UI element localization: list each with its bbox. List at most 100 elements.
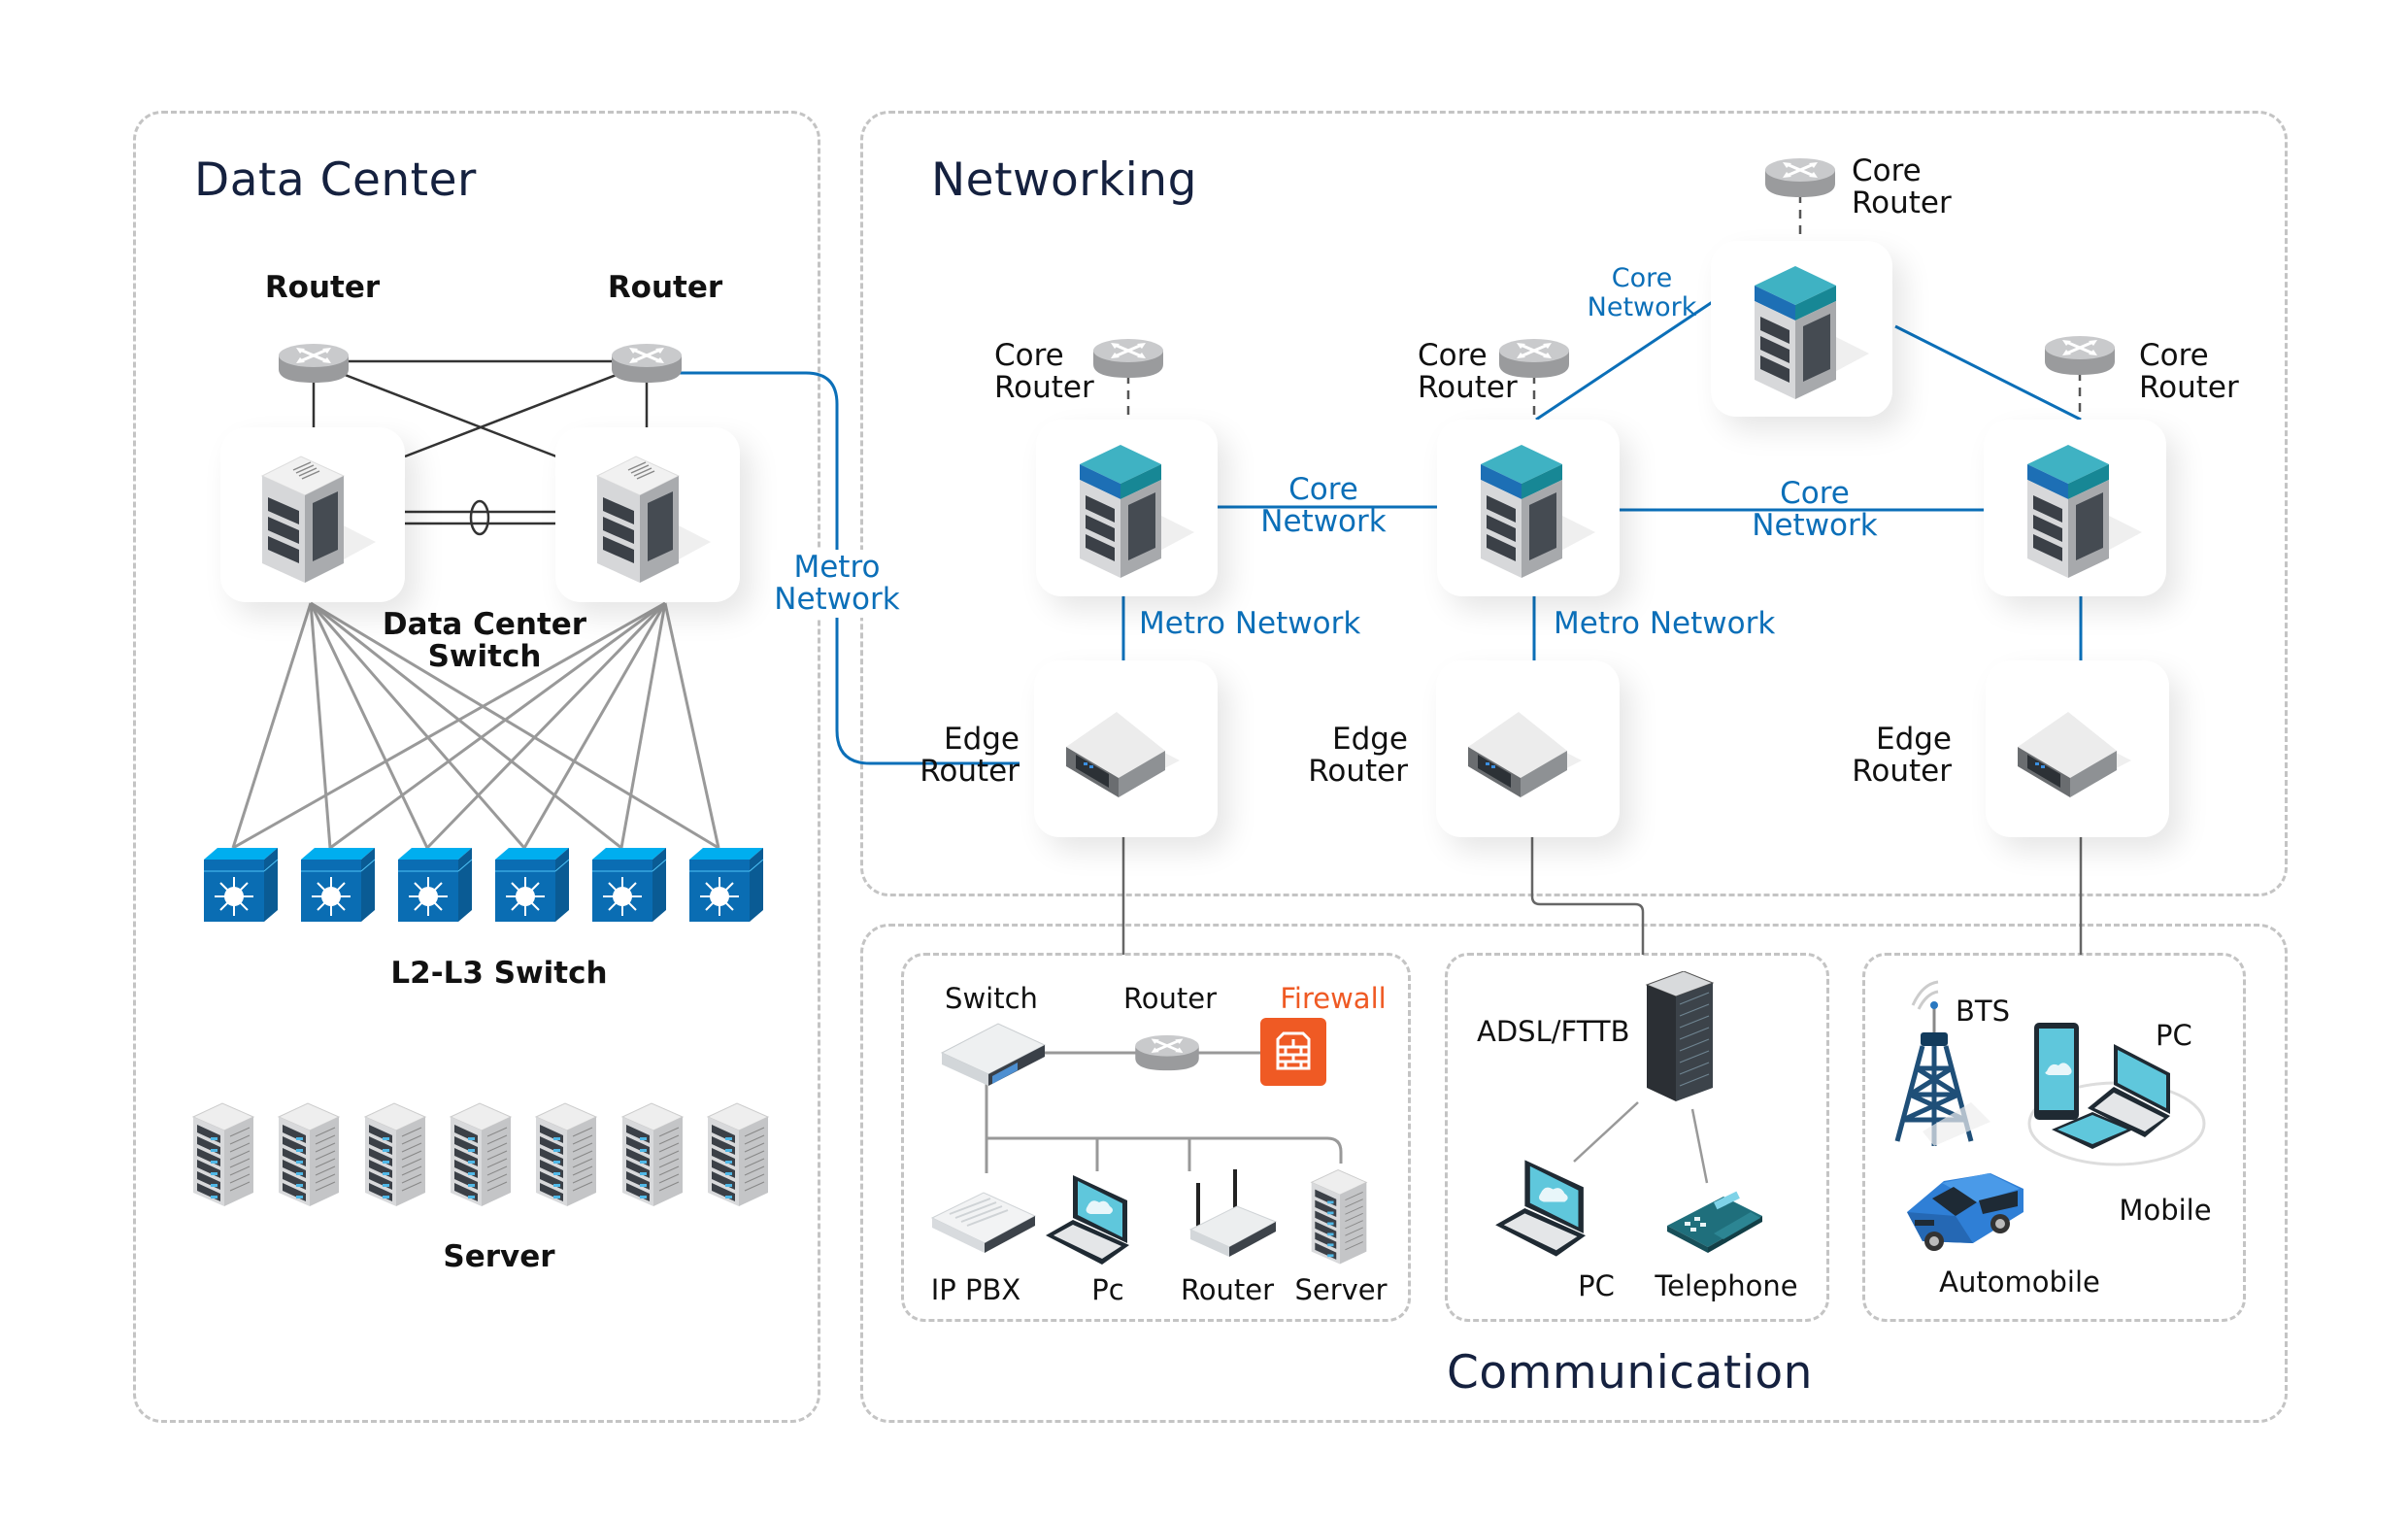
laptop-icon[interactable] bbox=[1044, 1171, 1141, 1268]
l2l3-switch-icon[interactable] bbox=[590, 846, 668, 924]
fabric-link bbox=[663, 602, 720, 849]
core-switch-card[interactable] bbox=[1984, 420, 2166, 596]
ip-pbx-icon[interactable] bbox=[930, 1189, 1037, 1257]
metro-network-label: Metro Network bbox=[1554, 606, 1776, 641]
fabric-link bbox=[425, 601, 667, 850]
dc-router-label: Router bbox=[264, 270, 381, 305]
edge-router-card[interactable] bbox=[1986, 660, 2169, 837]
adsl-telephone-link bbox=[1690, 1108, 1709, 1184]
core-router-icon[interactable] bbox=[1763, 156, 1837, 199]
router-icon[interactable] bbox=[610, 342, 684, 385]
edge-router-label: Edge Router bbox=[874, 724, 1020, 788]
telephone-label: Telephone bbox=[1655, 1269, 1798, 1302]
edge-router-icon bbox=[1460, 704, 1596, 801]
fabric-link bbox=[310, 601, 719, 850]
core-router-label-line1: Core bbox=[1852, 153, 1922, 188]
core-router-icon[interactable] bbox=[2043, 334, 2117, 377]
edge-router-label: Edge Router bbox=[1806, 724, 1952, 788]
core-router-label: Core Router bbox=[1852, 155, 1952, 219]
broadband-subregion bbox=[1445, 953, 1829, 1322]
networking-region bbox=[860, 111, 2288, 896]
l2l3-switch-icon[interactable] bbox=[396, 846, 474, 924]
core-switch-icon bbox=[2018, 437, 2144, 583]
telephone-icon[interactable] bbox=[1665, 1187, 1766, 1255]
automobile-icon[interactable] bbox=[1903, 1152, 2029, 1255]
bts-tower-icon[interactable] bbox=[1893, 976, 1990, 1151]
switch-label: Switch bbox=[945, 982, 1038, 1015]
mobile-subregion bbox=[1862, 953, 2246, 1322]
server-rack-icon[interactable] bbox=[189, 1092, 257, 1218]
wifi-router-label: Router bbox=[1180, 1273, 1275, 1306]
core-router-label-line2: Router bbox=[1852, 186, 1952, 220]
server-rack-icon[interactable] bbox=[447, 1092, 515, 1218]
edge-router-label-line2: Router bbox=[1308, 754, 1408, 789]
core-router-label: Core Router bbox=[994, 340, 1094, 404]
fabric-link bbox=[522, 602, 667, 849]
edge-router-card[interactable] bbox=[1436, 660, 1620, 837]
fabric-link bbox=[329, 601, 666, 850]
server-rack-icon[interactable] bbox=[1308, 1164, 1370, 1270]
laptop-icon[interactable] bbox=[1493, 1156, 1598, 1261]
server-rack-icon[interactable] bbox=[704, 1092, 772, 1218]
server-tower-icon bbox=[589, 447, 716, 588]
core-network-label-line2: Network bbox=[1752, 508, 1878, 543]
router-icon[interactable] bbox=[277, 342, 351, 385]
adsl-fttb-label: ADSL/FTTB bbox=[1477, 1015, 1630, 1048]
edge-router-label: Edge Router bbox=[1262, 724, 1408, 788]
core-network-label: Core Network bbox=[1588, 264, 1697, 322]
server-rack-icon[interactable] bbox=[532, 1092, 600, 1218]
core-network-label-line1: Core bbox=[1288, 472, 1358, 507]
metro-network-label-line2: Network bbox=[774, 582, 900, 617]
edge-router-icon bbox=[2010, 704, 2146, 801]
mobile-pc-label: PC bbox=[2156, 1019, 2192, 1052]
l2l3-switch-icon[interactable] bbox=[299, 846, 377, 924]
core-network-label: Core Network bbox=[1752, 478, 1877, 542]
core-network-label-line1: Core bbox=[1780, 476, 1850, 511]
adsl-pc-link bbox=[1573, 1101, 1639, 1163]
mobile-label: Mobile bbox=[2119, 1194, 2212, 1227]
mobile-devices-icon[interactable] bbox=[2024, 1015, 2207, 1170]
router-icon[interactable] bbox=[1133, 1033, 1201, 1072]
core-router-icon[interactable] bbox=[1091, 337, 1165, 380]
core-switch-card[interactable] bbox=[1711, 241, 1892, 417]
metro-network-label: Metro Network bbox=[770, 550, 904, 618]
fabric-links bbox=[231, 601, 720, 850]
server-rack-icon[interactable] bbox=[361, 1092, 429, 1218]
l2l3-switch-icon[interactable] bbox=[687, 846, 765, 924]
l2l3-switch-icon[interactable] bbox=[493, 846, 571, 924]
l2l3-switch-icon[interactable] bbox=[202, 846, 280, 924]
dc-switch-card[interactable] bbox=[555, 427, 740, 602]
enterprise-subregion bbox=[901, 953, 1411, 1322]
adsl-rack-icon[interactable] bbox=[1645, 971, 1715, 1103]
dc-switch-card[interactable] bbox=[220, 427, 405, 602]
firewall-icon[interactable] bbox=[1260, 1018, 1326, 1086]
data-center-title: Data Center bbox=[194, 153, 477, 207]
edge-router-icon bbox=[1058, 704, 1194, 801]
metro-network-label: Metro Network bbox=[1139, 606, 1361, 641]
core-router-label-line1: Core bbox=[1418, 338, 1488, 373]
edge-router-card[interactable] bbox=[1034, 660, 1218, 837]
core-switch-card[interactable] bbox=[1036, 420, 1218, 596]
l2l3-switch-label: L2-L3 Switch bbox=[390, 956, 608, 991]
lag-ellipse bbox=[469, 499, 490, 536]
core-switch-card[interactable] bbox=[1437, 420, 1620, 596]
edge-router-label-line2: Router bbox=[1852, 754, 1952, 789]
pc-label: PC bbox=[1578, 1269, 1615, 1302]
dc-router-label: Router bbox=[607, 270, 723, 305]
core-router-label-line1: Core bbox=[994, 338, 1064, 373]
edge-router-label-line1: Edge bbox=[1875, 722, 1952, 757]
core-network-label-line2: Network bbox=[1260, 504, 1387, 539]
metro-network-label-line1: Metro bbox=[793, 550, 881, 585]
fabric-link bbox=[310, 601, 622, 850]
wifi-router-icon[interactable] bbox=[1187, 1164, 1279, 1270]
server-rack-icon[interactable] bbox=[619, 1092, 686, 1218]
pc-label: Pc bbox=[1091, 1273, 1124, 1306]
communication-title: Communication bbox=[1447, 1346, 1813, 1400]
bts-label: BTS bbox=[1956, 995, 2011, 1028]
switch-icon[interactable] bbox=[940, 1016, 1047, 1089]
server-label: Server bbox=[1294, 1273, 1388, 1306]
server-rack-icon[interactable] bbox=[275, 1092, 343, 1218]
core-router-label: Core Router bbox=[1418, 340, 1518, 404]
lan-bus bbox=[987, 1136, 1343, 1164]
core-switch-icon bbox=[1745, 258, 1871, 404]
